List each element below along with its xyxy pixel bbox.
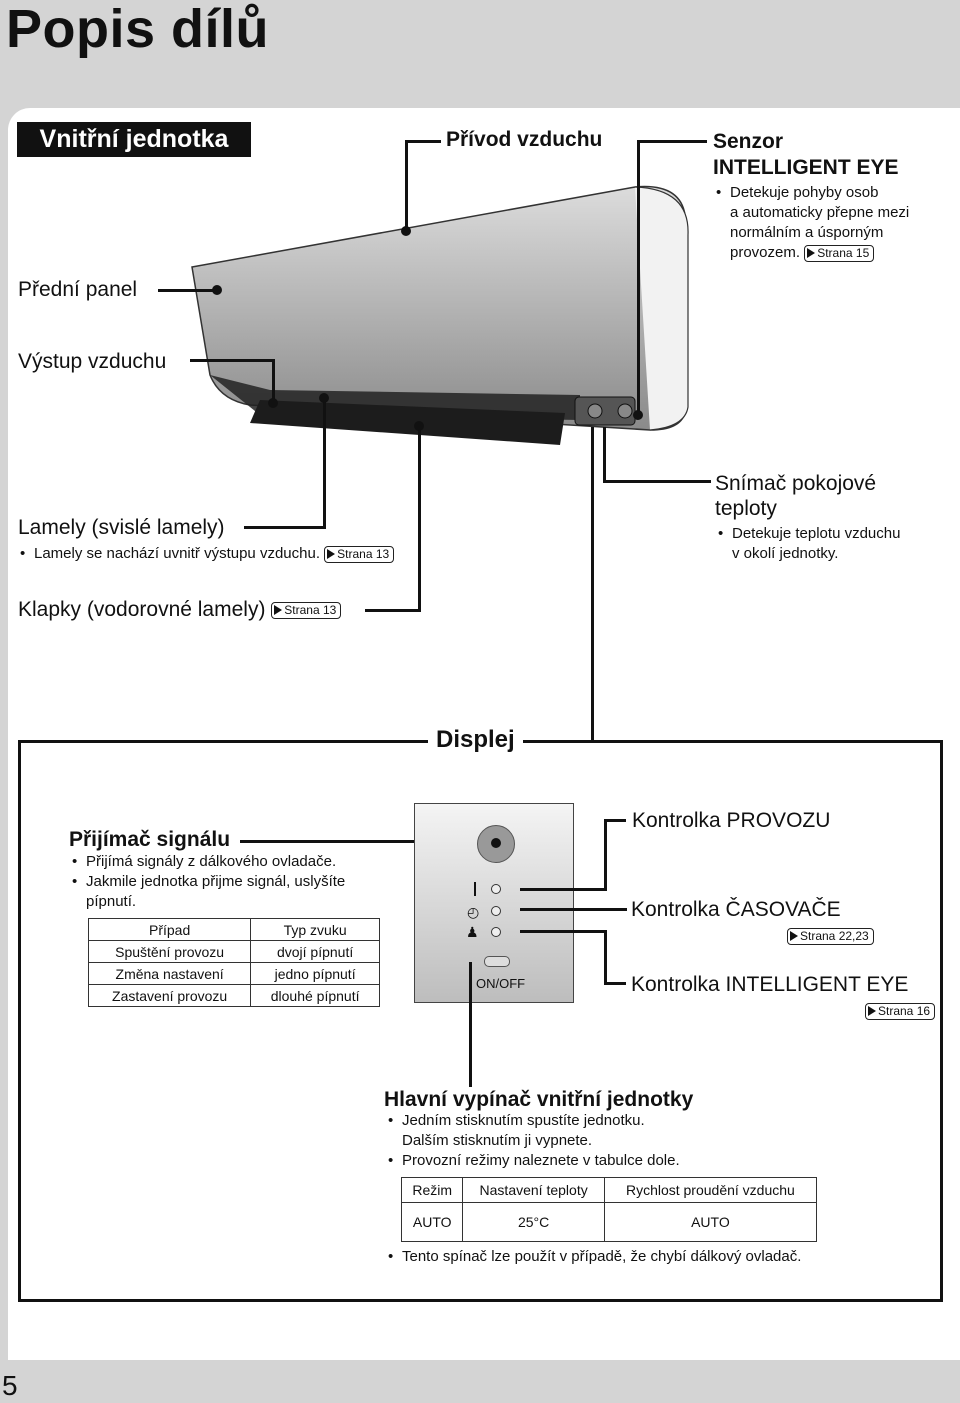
louvers-description: Lamely se nachází uvnitř výstupu vzduchu… [20,544,395,564]
air-outlet-label: Výstup vzduchu [18,350,167,373]
timer-lamp-label: Kontrolka ČASOVAČE [631,898,841,921]
main-switch-description: Jedním stisknutím spustíte jednotku. Dal… [388,1111,680,1171]
front-panel-label: Přední panel [18,278,138,301]
flaps-page-ref[interactable]: Strana 13 [271,601,342,619]
flaps-label: Klapky (vodorovné lamely) Strana 13 [18,598,342,622]
page-number: 5 [2,1370,18,1401]
louvers-page-ref[interactable]: Strana 13 [324,545,395,563]
operation-lamp-label: Kontrolka PROVOZU [632,809,831,832]
display-title: Displej [428,726,523,754]
receiver-title: Přijímač signálu [69,828,231,851]
operation-lamp [491,884,501,894]
timer-symbol-icon: ◴ [467,904,480,920]
eye-lamp [491,927,501,937]
timer-lamp [491,906,501,916]
person-symbol-icon: ♟ [466,924,479,940]
onoff-button[interactable] [484,956,510,967]
eye-page-ref[interactable]: Strana 16 [865,1003,936,1021]
indoor-unit-illustration [191,185,689,445]
timer-page-ref[interactable]: Strana 22,23 [787,928,874,946]
sensor-page-ref[interactable]: Strana 15 [804,244,875,262]
onoff-label: ON/OFF [476,976,526,991]
sensor-description: Detekuje pohyby osob a automaticky přepn… [716,183,936,263]
room-sensor-description: Detekuje teplotu vzduchu v okolí jednotk… [718,524,900,564]
receiver-description: Přijímá signály z dálkového ovladače. Ja… [72,852,392,912]
operation-symbol-icon [474,882,476,896]
page-title: Popis dílů [6,0,270,59]
main-switch-note: Tento spínač lze použít v případě, že ch… [388,1247,801,1267]
main-switch-title: Hlavní vypínač vnitřní jednotky [384,1088,694,1111]
air-inlet-label: Přívod vzduchu [446,128,603,151]
eye-lamp-label: Kontrolka INTELLIGENT EYE [631,973,909,996]
louvers-title: Lamely (svislé lamely) [18,516,225,539]
unit-header: Vnitřní jednotka [17,122,251,157]
